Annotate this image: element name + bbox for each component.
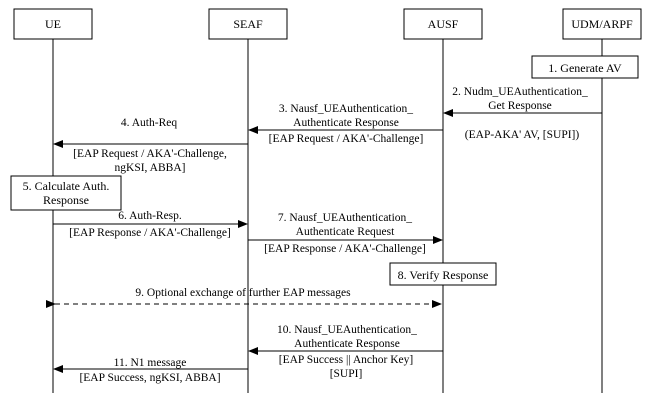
- step11-label: 11. N1 message: [114, 357, 187, 369]
- step10-label-line1: 10. Nausf_UEAuthentication_: [277, 324, 417, 336]
- step2-label-line1: 2. Nudm_UEAuthentication_: [452, 86, 588, 98]
- step11-payload: [EAP Success, ngKSI, ABBA]: [79, 372, 220, 384]
- participant-ausf-label: AUSF: [428, 17, 459, 31]
- step5-box: 5. Calculate Auth. Response: [10, 175, 122, 211]
- step4-label: 4. Auth-Req: [121, 117, 177, 129]
- participant-seaf-label: SEAF: [233, 17, 263, 31]
- step4-payload-line2: ngKSI, ABBA]: [115, 162, 186, 174]
- step7-label-line2: Authenticate Request: [296, 226, 395, 238]
- step1-label: 1. Generate AV: [548, 61, 622, 75]
- step7-payload: [EAP Response / AKA'-Challenge]: [264, 243, 426, 255]
- step8-box: 8. Verify Response: [389, 262, 497, 286]
- step3-payload: [EAP Request / AKA'-Challenge]: [269, 133, 424, 145]
- step1-box: 1. Generate AV: [531, 55, 639, 79]
- participant-udm-label: UDM/ARPF: [571, 17, 633, 31]
- step9-label: 9. Optional exchange of further EAP mess…: [135, 287, 351, 299]
- participant-ue: UE: [13, 8, 93, 40]
- step5-label-line1: 5. Calculate Auth.: [23, 179, 110, 193]
- step3-label-line2: Authenticate Response: [293, 117, 399, 129]
- step6-label: 6. Auth-Resp.: [118, 210, 182, 222]
- step4-payload-line1: [EAP Request / AKA'-Challenge,: [73, 148, 227, 160]
- step10-payload-line2: [SUPI]: [330, 368, 363, 380]
- step10-label-line2: Authenticate Response: [294, 338, 400, 350]
- step6-payload: [EAP Response / AKA'-Challenge]: [69, 227, 231, 239]
- step7-label-line1: 7. Nausf_UEAuthentication_: [278, 212, 412, 224]
- participant-ausf: AUSF: [403, 8, 483, 40]
- participant-seaf: SEAF: [208, 8, 288, 40]
- step2-label-line2: Get Response: [488, 100, 552, 112]
- step8-label: 8. Verify Response: [398, 268, 489, 282]
- step10-payload-line1: [EAP Success || Anchor Key]: [279, 354, 414, 366]
- participant-udm: UDM/ARPF: [562, 8, 642, 40]
- step3-label-line1: 3. Nausf_UEAuthentication_: [279, 103, 413, 115]
- participant-ue-label: UE: [45, 17, 61, 31]
- step5-label-line2: Response: [43, 193, 89, 207]
- step2-payload: (EAP-AKA' AV, [SUPI]): [465, 129, 580, 141]
